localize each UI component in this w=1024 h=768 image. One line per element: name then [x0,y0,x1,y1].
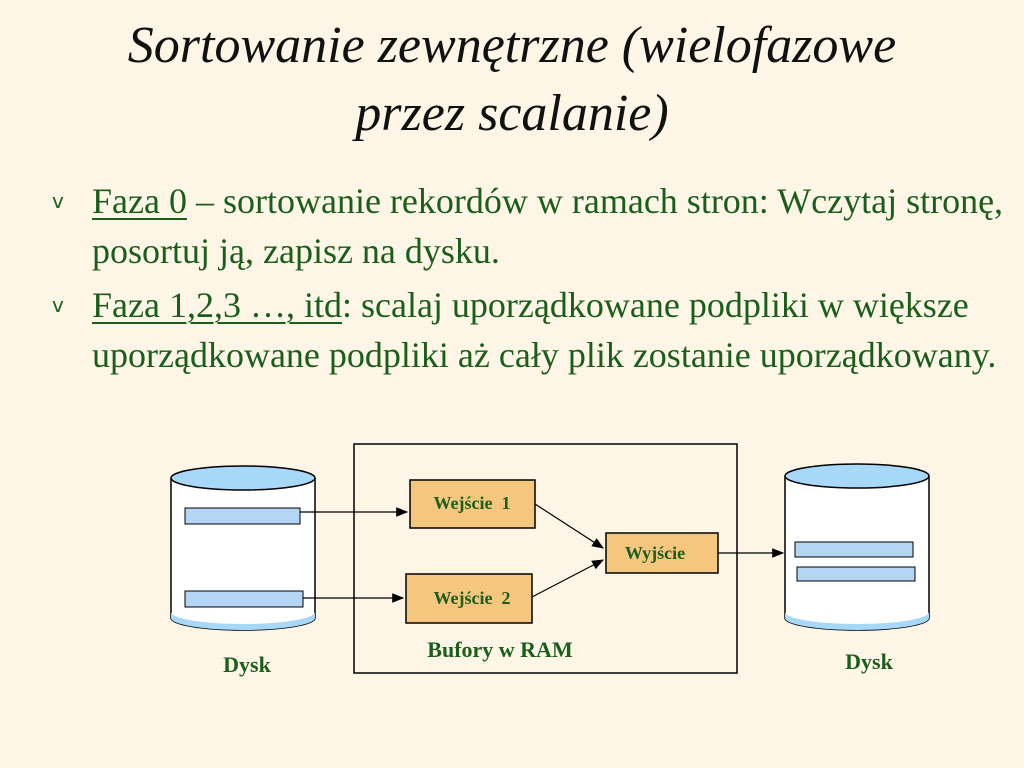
left-disk-label: Dysk [223,652,271,677]
input-buffer-2-box [405,573,533,624]
left-disk: Dysk [170,465,316,677]
output-buffer-box [605,532,719,574]
title-line-2: przez scalanie) [355,85,669,142]
left-disk-bottom-fill [171,612,315,630]
slide-title: Sortowanie zewnętrzne (wielofazowe przez… [40,12,984,148]
arrow-input2-to-output [531,559,605,598]
left-disk-top [170,465,316,491]
bullet-marker: v [52,189,64,213]
ram-buffers-frame [353,443,738,674]
title-line-1: Sortowanie zewnętrzne (wielofazowe [127,17,897,74]
input-buffer-1-label: Wejście 1 [434,493,511,513]
bullet-text: : scalaj uporządkowane podpliki w większ… [92,285,997,375]
right-disk-top [784,463,930,489]
ram-buffers-label: Bufory w RAM [427,637,573,662]
right-disk-bottom-fill [785,612,929,630]
right-disk-page-1 [794,541,914,558]
right-disk: Dysk [784,463,930,674]
input-buffer-1: Wejście 1 [409,479,536,529]
output-buffer: Wyjście [605,532,719,574]
left-disk-page-2 [184,590,304,608]
right-disk-page-2 [796,566,916,582]
left-disk-page-1 [184,507,301,525]
input-buffer-2-label: Wejście 2 [434,588,511,608]
bullet-term: Faza 1,2,3 …, itd [92,285,342,325]
bullet-marker: v [52,293,64,317]
input-buffer-2: Wejście 2 [405,573,533,624]
bullet-list: v Faza 0 – sortowanie rekordów w ramach … [52,176,1012,384]
bullet-item-phase123: v Faza 1,2,3 …, itd: scalaj uporządkowan… [52,280,1012,380]
bullet-item-phase0: v Faza 0 – sortowanie rekordów w ramach … [52,176,1012,276]
bullet-term: Faza 0 [92,181,187,221]
bullet-text: – sortowanie rekordów w ramach stron: Wc… [92,181,1004,271]
input-buffer-1-box [409,479,536,529]
output-buffer-label: Wyjście [625,543,685,563]
arrow-input1-to-output [534,503,605,549]
right-disk-label: Dysk [845,649,893,674]
